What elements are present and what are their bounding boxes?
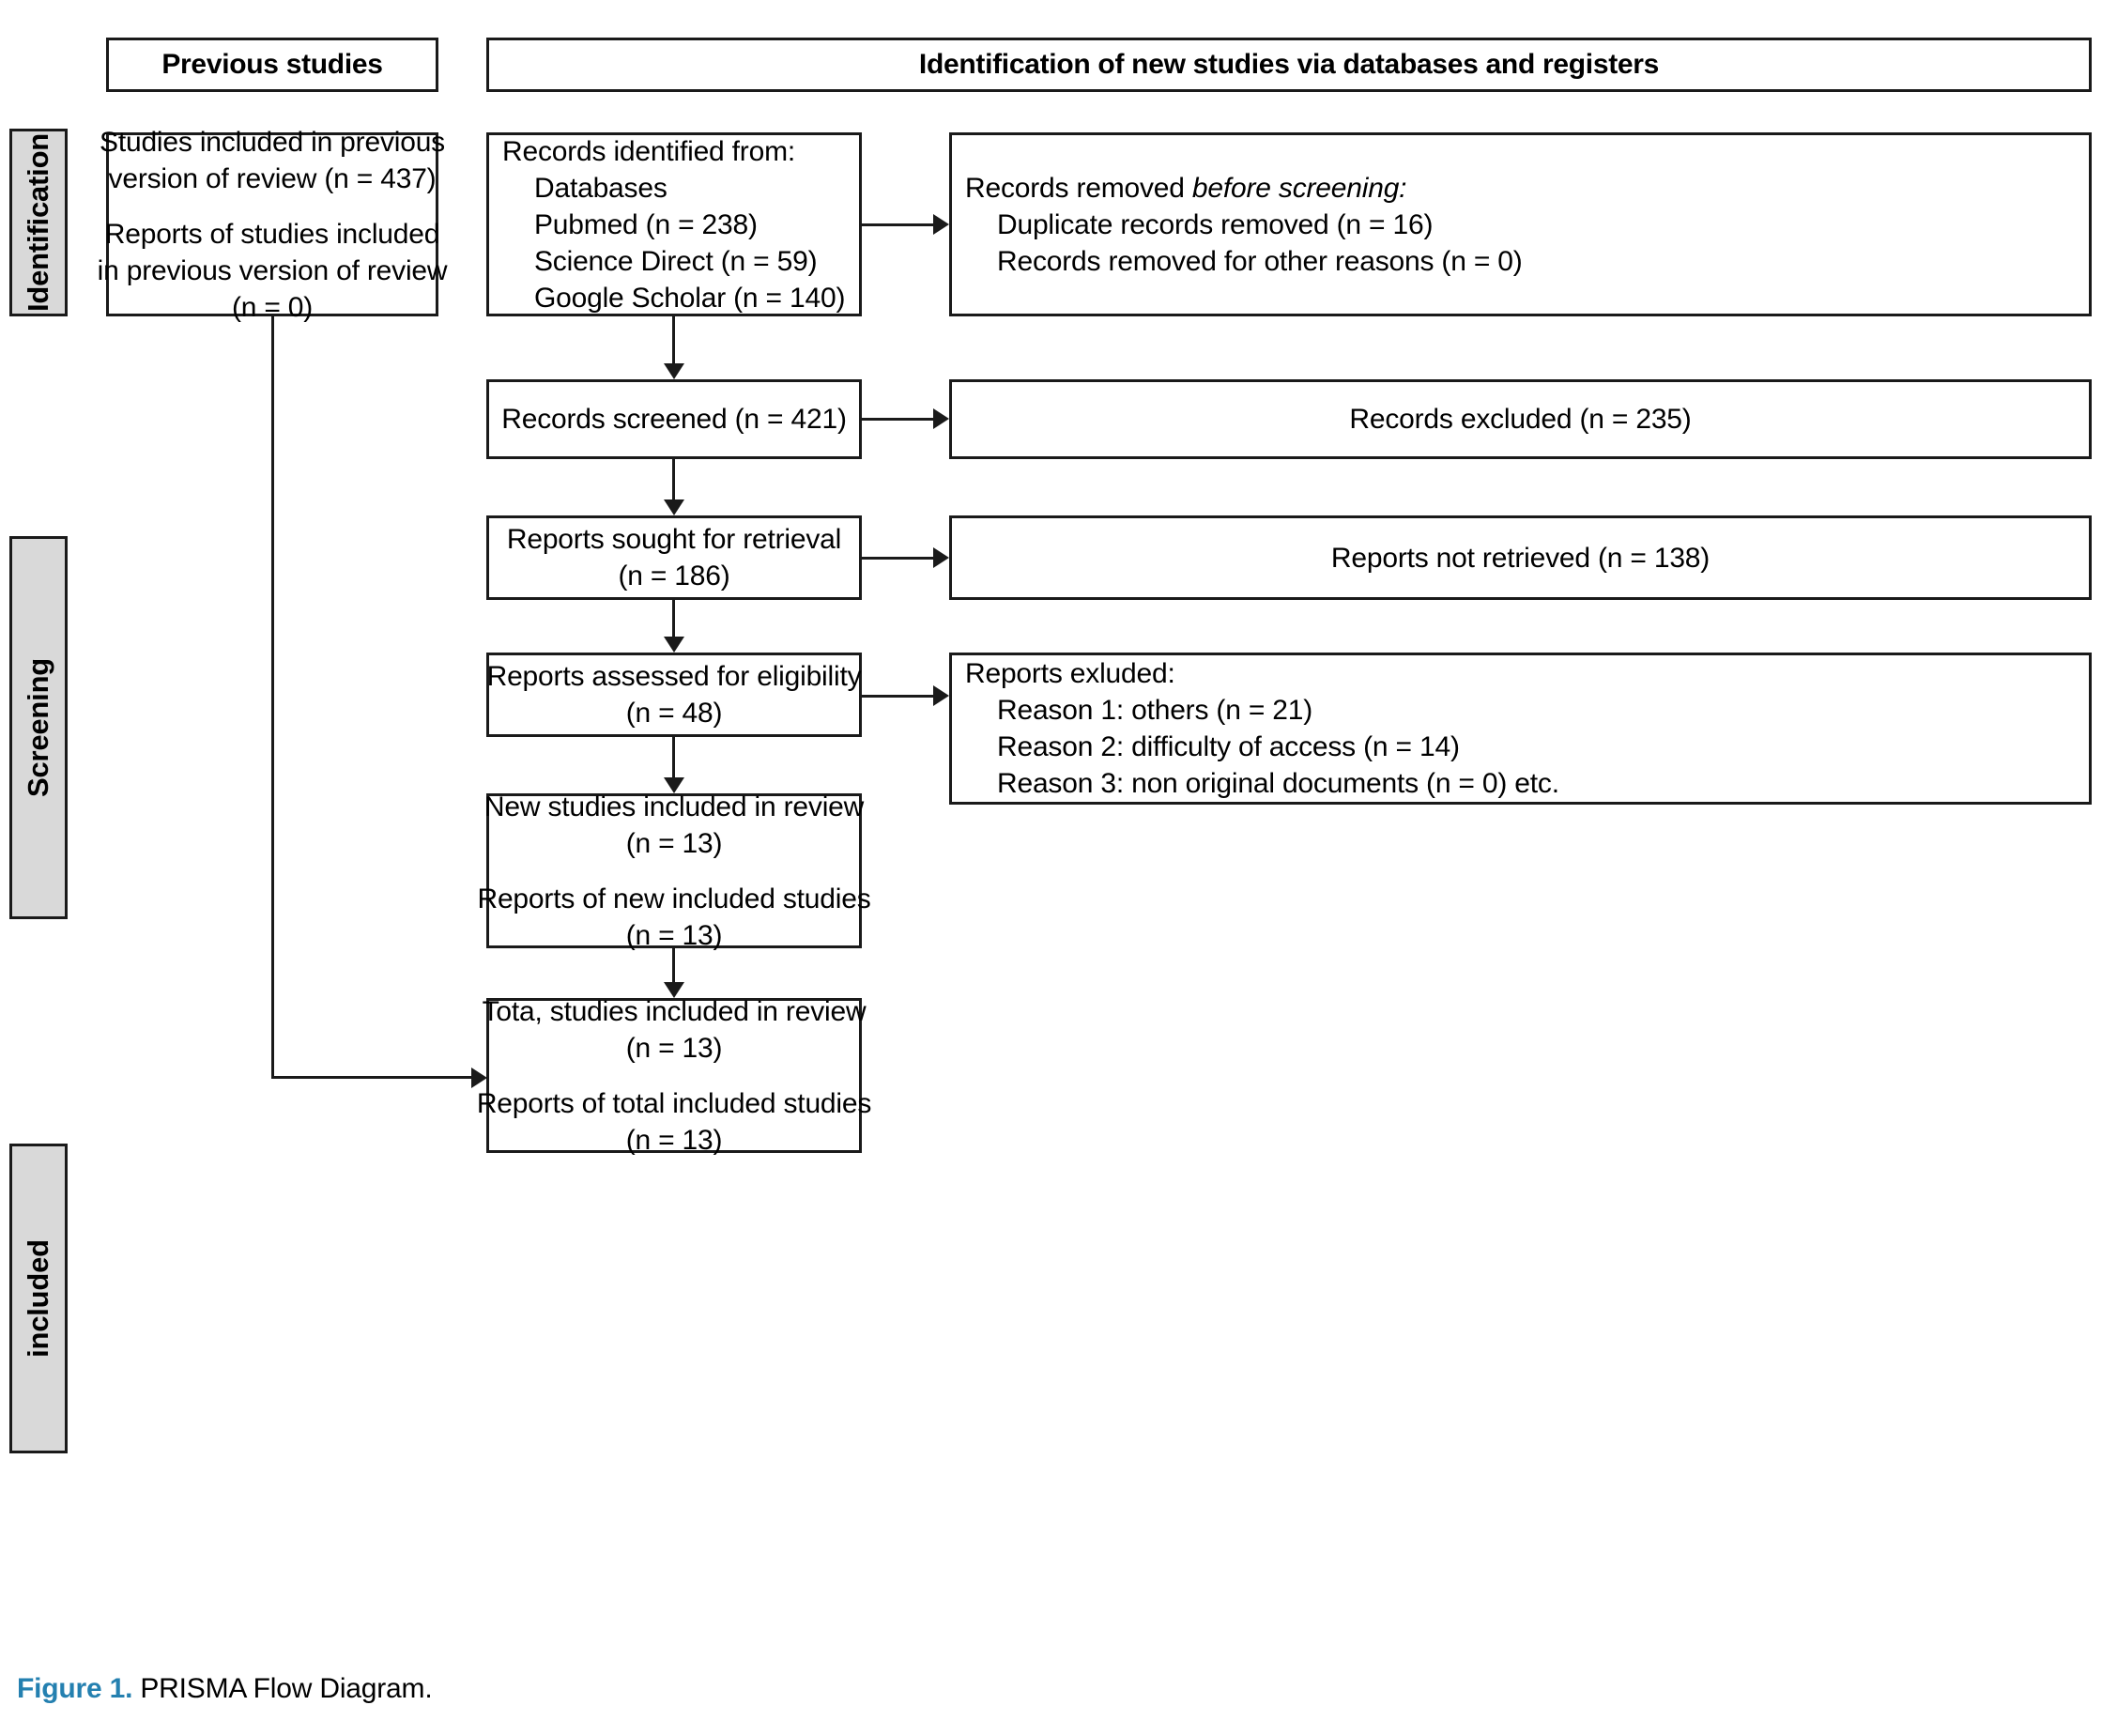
header-new-studies: Identification of new studies via databa…: [486, 38, 2092, 92]
connector-identified-to-removed: [862, 223, 933, 226]
box-previous-studies-text: Studies included in previous version of …: [97, 126, 448, 323]
box-reports-not-retrieved-text: Reports not retrieved (n = 138): [1330, 542, 1711, 574]
stage-label-screening-text: Screening: [22, 657, 54, 798]
box-records-identified-text: Records identified from: Databases Pubme…: [502, 135, 846, 314]
connector-sought-to-not-retrieved: [862, 557, 933, 560]
arrowhead-previous-to-total: [471, 1068, 487, 1088]
connector-screened-to-sought: [672, 459, 675, 499]
box-reports-excluded: Reports exluded: Reason 1: others (n = 2…: [949, 653, 2092, 805]
box-records-removed-title-italic: before screening:: [1191, 172, 1407, 204]
connector-assessed-to-reports-excluded: [862, 695, 933, 698]
connector-new-studies-to-total: [672, 948, 675, 982]
box-records-identified: Records identified from: Databases Pubme…: [486, 132, 862, 316]
box-records-excluded-text: Records excluded (n = 235): [1349, 404, 1692, 435]
connector-screened-to-excluded: [862, 418, 933, 421]
header-previous-studies-label: Previous studies: [161, 49, 383, 80]
figure-caption: Figure 1. PRISMA Flow Diagram.: [17, 1673, 433, 1705]
arrowhead-new-studies-to-total: [664, 982, 684, 998]
arrowhead-assessed-to-reports-excluded: [933, 685, 949, 706]
stage-label-screening: Screening: [9, 536, 68, 919]
stage-label-identification: Identification: [9, 129, 68, 316]
arrowhead-identified-to-screened: [664, 363, 684, 379]
box-reports-not-retrieved: Reports not retrieved (n = 138): [949, 515, 2092, 600]
connector-assessed-to-new-studies: [672, 737, 675, 777]
box-previous-studies: Studies included in previous version of …: [98, 127, 448, 323]
stage-label-identification-text: Identification: [22, 132, 54, 313]
figure-caption-label: Figure 1.: [17, 1673, 133, 1704]
connector-previous-to-total-vertical: [271, 316, 274, 1079]
arrowhead-screened-to-sought: [664, 499, 684, 515]
box-records-removed-title-plain: Records removed: [965, 172, 1192, 204]
figure-caption-text: PRISMA Flow Diagram.: [140, 1673, 433, 1704]
box-records-screened-text: Records screened (n = 421): [501, 404, 847, 435]
box-records-screened: Records screened (n = 421): [486, 379, 862, 459]
header-new-studies-label: Identification of new studies via databa…: [918, 49, 1660, 80]
box-records-removed: Records removed before screening: Duplic…: [949, 132, 2092, 316]
box-total-included: Tota, studies included in review (n = 13…: [477, 996, 872, 1156]
box-reports-assessed-text: Reports assessed for eligibility (n = 48…: [486, 661, 862, 729]
box-records-excluded: Records excluded (n = 235): [949, 379, 2092, 459]
arrowhead-screened-to-excluded: [933, 408, 949, 429]
arrowhead-sought-to-not-retrieved: [933, 547, 949, 568]
box-reports-excluded-text: Reports exluded: Reason 1: others (n = 2…: [965, 658, 1559, 799]
arrowhead-sought-to-assessed: [664, 637, 684, 653]
connector-sought-to-assessed: [672, 600, 675, 637]
stage-label-included: included: [9, 1144, 68, 1453]
box-new-studies-included-text: New studies included in review (n = 13) …: [477, 791, 871, 951]
arrowhead-assessed-to-new-studies: [664, 777, 684, 793]
box-new-studies-included: New studies included in review (n = 13) …: [477, 791, 870, 951]
box-records-removed-text: Records removed before screening: Duplic…: [965, 172, 1523, 277]
box-reports-assessed: Reports assessed for eligibility (n = 48…: [486, 653, 862, 737]
box-total-included-text: Tota, studies included in review (n = 13…: [476, 995, 872, 1156]
connector-identified-to-screened: [672, 316, 675, 363]
connector-previous-to-total-horizontal: [271, 1076, 471, 1079]
box-reports-sought-text: Reports sought for retrieval (n = 186): [506, 524, 842, 591]
header-previous-studies: Previous studies: [106, 38, 438, 92]
arrowhead-identified-to-removed: [933, 214, 949, 235]
box-reports-sought: Reports sought for retrieval (n = 186): [486, 515, 862, 600]
stage-label-included-text: included: [22, 1239, 55, 1358]
